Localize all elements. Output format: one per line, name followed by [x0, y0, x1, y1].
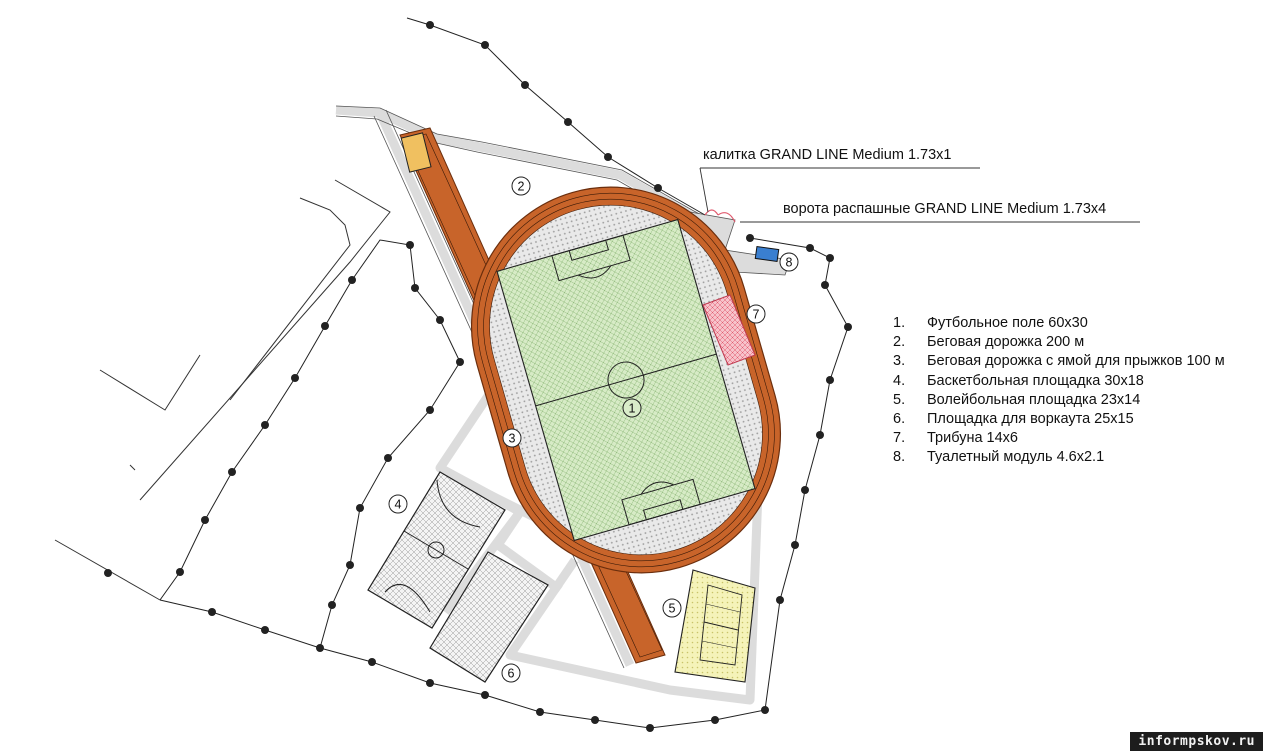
marker-3: 3 — [509, 432, 516, 446]
fence-posts — [104, 21, 852, 732]
gate-callout: калитка GRAND LINE Medium 1.73x1 — [703, 147, 952, 163]
marker-circle-2 — [511, 176, 531, 196]
marker-2: 2 — [518, 180, 525, 194]
legend-item: 2.Беговая дорожка 200 м — [893, 334, 1085, 351]
marker-circle-1 — [622, 398, 642, 418]
callout-lines — [699, 167, 1140, 223]
toilet-module — [754, 245, 780, 263]
jump-pit — [400, 132, 432, 173]
swing-gates-callout: ворота распашные GRAND LINE Medium 1.73x… — [783, 201, 1107, 217]
marker-1: 1 — [629, 402, 636, 416]
marker-8: 8 — [786, 256, 793, 270]
legend-item: 6.Площадка для воркаута 25x15 — [893, 411, 1134, 428]
volleyball-court — [674, 569, 756, 683]
stand — [702, 294, 756, 366]
marker-7: 7 — [753, 308, 760, 322]
marker-4: 4 — [395, 498, 402, 512]
marker-circle-7 — [746, 304, 766, 324]
marker-5: 5 — [669, 602, 676, 616]
workout-area — [429, 551, 549, 683]
marker-circle-5 — [662, 598, 682, 618]
legend-item: 4.Баскетбольная площадка 30x18 — [893, 372, 1144, 389]
legend-item: 3.Беговая дорожка с ямой для прыжков 100… — [893, 353, 1225, 370]
basketball-court — [367, 471, 506, 629]
gate-marks — [704, 209, 736, 223]
marker-circle-4 — [388, 494, 408, 514]
building-outlines — [54, 179, 391, 601]
legend-item: 1.Футбольное поле 60x30 — [893, 315, 1088, 331]
marker-circle-3 — [502, 428, 522, 448]
number-markers: 1 2 3 4 5 6 7 8 — [388, 176, 799, 683]
legend-item: 8.Туалетный модуль 4.6x2.1 — [893, 449, 1105, 466]
oval-track — [470, 186, 782, 574]
legend-item: 5.Волейбольная площадка 23x14 — [893, 391, 1141, 408]
marker-circle-6 — [501, 663, 521, 683]
marker-6: 6 — [508, 667, 515, 681]
legend: 1.Футбольное поле 60x30 2.Беговая дорожк… — [893, 314, 1225, 468]
legend-item: 7.Трибуна 14x6 — [893, 430, 1018, 447]
marker-circle-8 — [779, 252, 799, 272]
watermark: informpskov.ru — [1130, 732, 1263, 751]
